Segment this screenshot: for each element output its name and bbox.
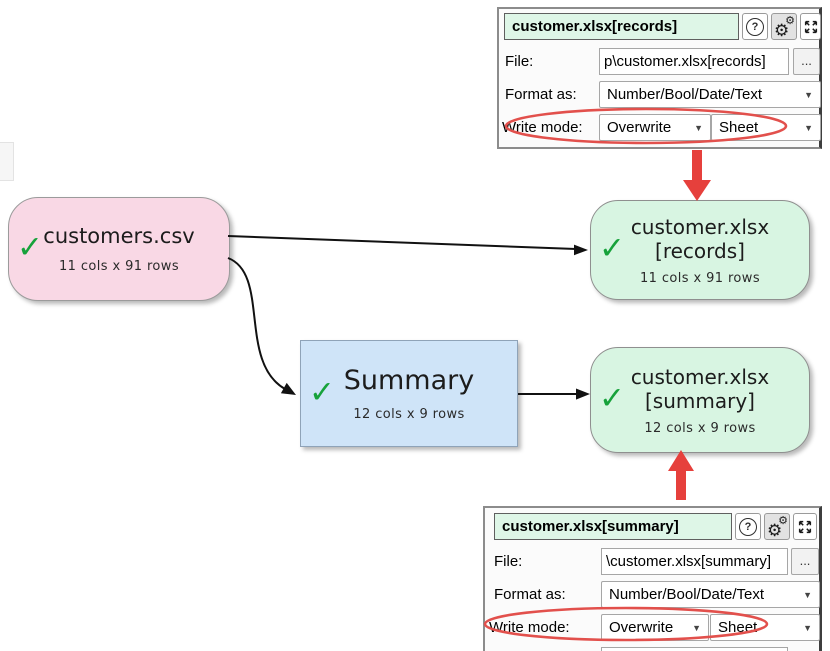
file-label: File:	[494, 553, 523, 570]
node-customer-xlsx-summary[interactable]: ✓ customer.xlsx [summary] 12 cols x 9 ro…	[590, 347, 810, 453]
node-subtitle: 12 cols x 9 rows	[644, 420, 756, 436]
write-mode-select[interactable]: Overwrite ▼	[601, 614, 709, 641]
expand-icon	[798, 520, 812, 533]
help-icon: ?	[739, 517, 757, 536]
browse-button[interactable]: ...	[793, 48, 820, 75]
edge-csv-to-records	[227, 235, 577, 250]
red-arrow-panel-to-summary	[668, 450, 694, 500]
format-as-select[interactable]: Number/Bool/Date/Text ▼	[601, 581, 820, 608]
node-title-line1: customer.xlsx	[630, 214, 770, 239]
help-button[interactable]: ?	[742, 13, 768, 40]
file-row: File: ...	[499, 48, 820, 75]
write-target-select[interactable]: Sheet ▼	[711, 114, 821, 141]
node-title: customers.csv	[43, 223, 195, 248]
file-label: File:	[505, 53, 534, 70]
node-subtitle: 11 cols x 91 rows	[639, 270, 760, 286]
format-as-label: Format as:	[505, 86, 577, 103]
settings-button[interactable]: ⚙⚙	[764, 513, 790, 540]
edge-csv-to-summary-arrowhead	[280, 382, 296, 395]
format-as-value: Number/Bool/Date/Text	[607, 86, 763, 103]
write-target-value: Sheet	[718, 619, 758, 636]
format-row: Format as: Number/Bool/Date/Text ▼	[485, 581, 820, 608]
browse-button[interactable]: ...	[791, 548, 819, 575]
chevron-down-icon: ▼	[692, 622, 701, 633]
expand-icon	[804, 20, 817, 33]
edge-csv-to-summary	[227, 257, 286, 390]
node-title-line1: customer.xlsx	[630, 364, 770, 389]
node-subtitle: 12 cols x 9 rows	[353, 407, 465, 423]
write-mode-row: Write mode: Overwrite ▼ Sheet ▼	[499, 114, 821, 141]
write-mode-value: Overwrite	[609, 619, 674, 636]
settings-button[interactable]: ⚙⚙	[771, 13, 797, 40]
panel-records: customer.xlsx[records] ? ⚙⚙ File: ... Fo…	[497, 7, 822, 149]
node-customer-xlsx-records[interactable]: ✓ customer.xlsx [records] 11 cols x 91 r…	[590, 200, 810, 300]
chevron-down-icon: ▼	[694, 122, 703, 133]
node-subtitle: 11 cols x 91 rows	[58, 259, 179, 275]
node-summary-transform[interactable]: ✓ Summary 12 cols x 9 rows	[300, 340, 518, 447]
edge-summary-to-xlsx-arrowhead	[576, 388, 590, 400]
format-as-value: Number/Bool/Date/Text	[609, 586, 765, 603]
node-customers-csv[interactable]: ✓ customers.csv 11 cols x 91 rows	[8, 197, 230, 301]
write-mode-value: Overwrite	[607, 119, 672, 136]
check-icon: ✓	[599, 230, 625, 267]
partial-window-fragment	[0, 142, 14, 181]
write-mode-select[interactable]: Overwrite ▼	[599, 114, 711, 141]
node-title: Summary	[343, 364, 475, 396]
file-row: File: ...	[485, 548, 819, 575]
help-icon: ?	[746, 17, 764, 36]
write-mode-row: Write mode: Overwrite ▼ Sheet ▼	[485, 614, 820, 641]
gear-icon: ⚙⚙	[774, 13, 795, 41]
panel-title: customer.xlsx[summary]	[494, 513, 732, 540]
panel-header-row: customer.xlsx[summary] ? ⚙⚙	[485, 513, 819, 540]
chevron-down-icon: ▼	[803, 622, 812, 633]
node-title-line2: [summary]	[645, 388, 755, 413]
chevron-down-icon: ▼	[804, 89, 813, 100]
gear-icon: ⚙⚙	[767, 513, 788, 541]
format-row: Format as: Number/Bool/Date/Text ▼	[499, 81, 821, 108]
write-target-value: Sheet	[719, 119, 759, 136]
panel-summary: customer.xlsx[summary] ? ⚙⚙ File: ... Fo…	[483, 506, 822, 651]
node-title-line2: [records]	[655, 238, 745, 263]
check-icon: ✓	[599, 380, 625, 417]
help-button[interactable]: ?	[735, 513, 761, 540]
format-as-select[interactable]: Number/Bool/Date/Text ▼	[599, 81, 821, 108]
red-arrow-panel-to-records	[683, 150, 711, 201]
panel-title: customer.xlsx[records]	[504, 13, 739, 40]
expand-button[interactable]	[800, 13, 821, 40]
write-mode-label: Write mode:	[502, 119, 583, 136]
expand-button[interactable]	[793, 513, 817, 540]
file-input[interactable]	[601, 548, 788, 575]
panel-header-row: customer.xlsx[records] ? ⚙⚙	[499, 13, 821, 40]
chevron-down-icon: ▼	[804, 122, 813, 133]
check-icon: ✓	[17, 229, 43, 266]
check-icon: ✓	[309, 373, 335, 410]
write-target-select[interactable]: Sheet ▼	[710, 614, 820, 641]
format-as-label: Format as:	[494, 586, 566, 603]
partial-field	[601, 647, 788, 651]
chevron-down-icon: ▼	[803, 589, 812, 600]
write-mode-label: Write mode:	[489, 619, 570, 636]
edge-csv-to-records-arrowhead	[574, 244, 588, 256]
file-input[interactable]	[599, 48, 789, 75]
